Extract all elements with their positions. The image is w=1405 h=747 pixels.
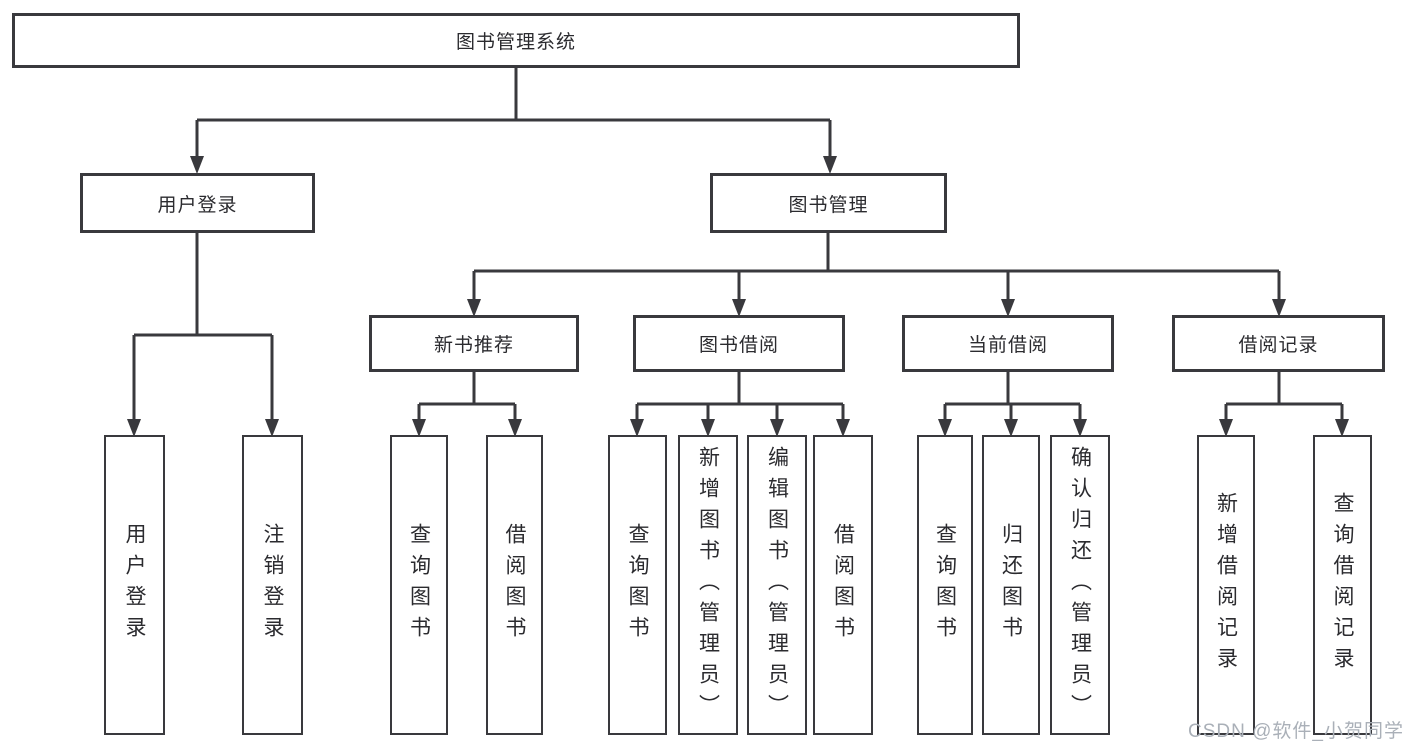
arrow-down-icon — [938, 419, 952, 437]
leaf-add-book-admin: 新增图书（管理员） — [678, 435, 738, 735]
leaf-query-book-recommend: 查询图书 — [390, 435, 448, 735]
arrowheads — [127, 156, 1349, 437]
arrow-down-icon — [1219, 419, 1233, 437]
arrow-down-icon — [1335, 419, 1349, 437]
leaf-query-borrow-record: 查询借阅记录 — [1313, 435, 1372, 735]
arrow-down-icon — [127, 419, 141, 437]
arrow-down-icon — [467, 299, 481, 317]
arrow-down-icon — [508, 419, 522, 437]
arrow-down-icon — [732, 299, 746, 317]
arrow-down-icon — [630, 419, 644, 437]
arrow-down-icon — [412, 419, 426, 437]
leaf-confirm-return-admin: 确认归还（管理员） — [1050, 435, 1110, 735]
leaf-add-borrow-record: 新增借阅记录 — [1197, 435, 1255, 735]
arrow-down-icon — [836, 419, 850, 437]
node-book-management-module: 图书管理 — [710, 173, 947, 233]
leaf-query-book-borrow: 查询图书 — [608, 435, 667, 735]
node-root-system: 图书管理系统 — [12, 13, 1020, 68]
leaf-query-book-current: 查询图书 — [917, 435, 973, 735]
arrow-down-icon — [770, 419, 784, 437]
leaf-edit-book-admin: 编辑图书（管理员） — [747, 435, 807, 735]
arrow-down-icon — [1073, 419, 1087, 437]
arrow-down-icon — [190, 156, 204, 174]
arrow-down-icon — [1272, 299, 1286, 317]
node-current-borrow: 当前借阅 — [902, 315, 1114, 372]
leaf-user-login: 用户登录 — [104, 435, 165, 735]
connector-paths — [132, 68, 1344, 421]
node-book-borrow: 图书借阅 — [633, 315, 845, 372]
node-borrow-record: 借阅记录 — [1172, 315, 1385, 372]
leaf-return-book: 归还图书 — [982, 435, 1040, 735]
arrow-down-icon — [1004, 419, 1018, 437]
arrow-down-icon — [1001, 299, 1015, 317]
node-new-book-recommend: 新书推荐 — [369, 315, 579, 372]
arrow-down-icon — [701, 419, 715, 437]
arrow-down-icon — [265, 419, 279, 437]
arrow-down-icon — [823, 156, 837, 174]
leaf-logout: 注销登录 — [242, 435, 303, 735]
csdn-watermark: CSDN @软件_小贺同学 — [1188, 721, 1404, 742]
leaf-borrow-book: 借阅图书 — [813, 435, 873, 735]
leaf-borrow-book-recommend: 借阅图书 — [486, 435, 543, 735]
node-user-login-module: 用户登录 — [80, 173, 315, 233]
